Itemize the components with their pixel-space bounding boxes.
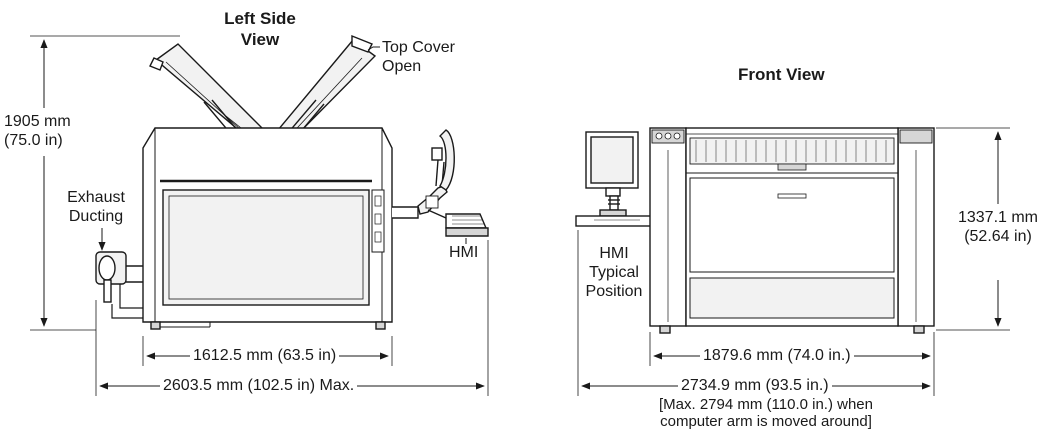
exhaust-label-line1: Exhaust — [67, 189, 125, 206]
front-overall-note: [Max. 2794 mm (110.0 in.) when computer … — [636, 396, 896, 430]
front-width-dimension: 1879.6 mm (74.0 in.) — [700, 347, 854, 365]
front-overall-dimension: 2734.9 mm (93.5 in.) — [678, 377, 832, 395]
exhaust-ducting — [95, 251, 143, 319]
exhaust-label-line2: Ducting — [68, 208, 124, 225]
top-cover-label: Top Cover Open — [382, 38, 455, 76]
left-height-in: (75.0 in) — [4, 132, 63, 149]
left-side-machine — [95, 34, 489, 330]
front-height-label: 1337.1 mm (52.64 in) — [950, 208, 1046, 246]
front-height-mm: 1337.1 mm — [957, 209, 1039, 226]
gantry-rails — [695, 140, 887, 162]
front-note-line1: [Max. 2794 mm (110.0 in.) when — [659, 396, 873, 413]
left-view-title-line1: Left Side — [224, 9, 296, 28]
left-height-label: 1905 mm (75.0 in) — [4, 112, 71, 150]
top-cover-label-line1: Top Cover — [382, 39, 455, 56]
exhaust-label: Exhaust Ducting — [56, 188, 136, 226]
top-cover-right-arm — [276, 34, 377, 143]
front-height-in: (52.64 in) — [964, 228, 1032, 245]
front-hmi-line2: Typical — [589, 264, 639, 281]
front-hmi-line1: HMI — [599, 245, 629, 262]
left-depth-dimension: 1612.5 mm (63.5 in) — [190, 347, 340, 365]
front-hmi-line3: Position — [585, 283, 643, 300]
front-hmi — [575, 131, 686, 227]
left-overall-dimension: 2603.5 mm (102.5 in) Max. — [160, 377, 358, 395]
front-view-title: Front View — [738, 65, 825, 84]
top-cover-label-line2: Open — [382, 58, 422, 75]
left-hmi-arm — [392, 129, 489, 237]
left-window — [162, 189, 370, 306]
left-height-mm: 1905 mm — [4, 113, 71, 130]
top-cover-left-arm — [149, 43, 264, 141]
left-hmi-label: HMI — [449, 244, 479, 261]
front-note-line2: computer arm is moved around] — [660, 413, 872, 430]
front-machine — [575, 127, 935, 334]
left-view-title-line2: View — [240, 30, 280, 49]
left-view-title: Left Side View — [220, 8, 300, 50]
front-hmi-label: HMI Typical Position — [580, 244, 648, 301]
